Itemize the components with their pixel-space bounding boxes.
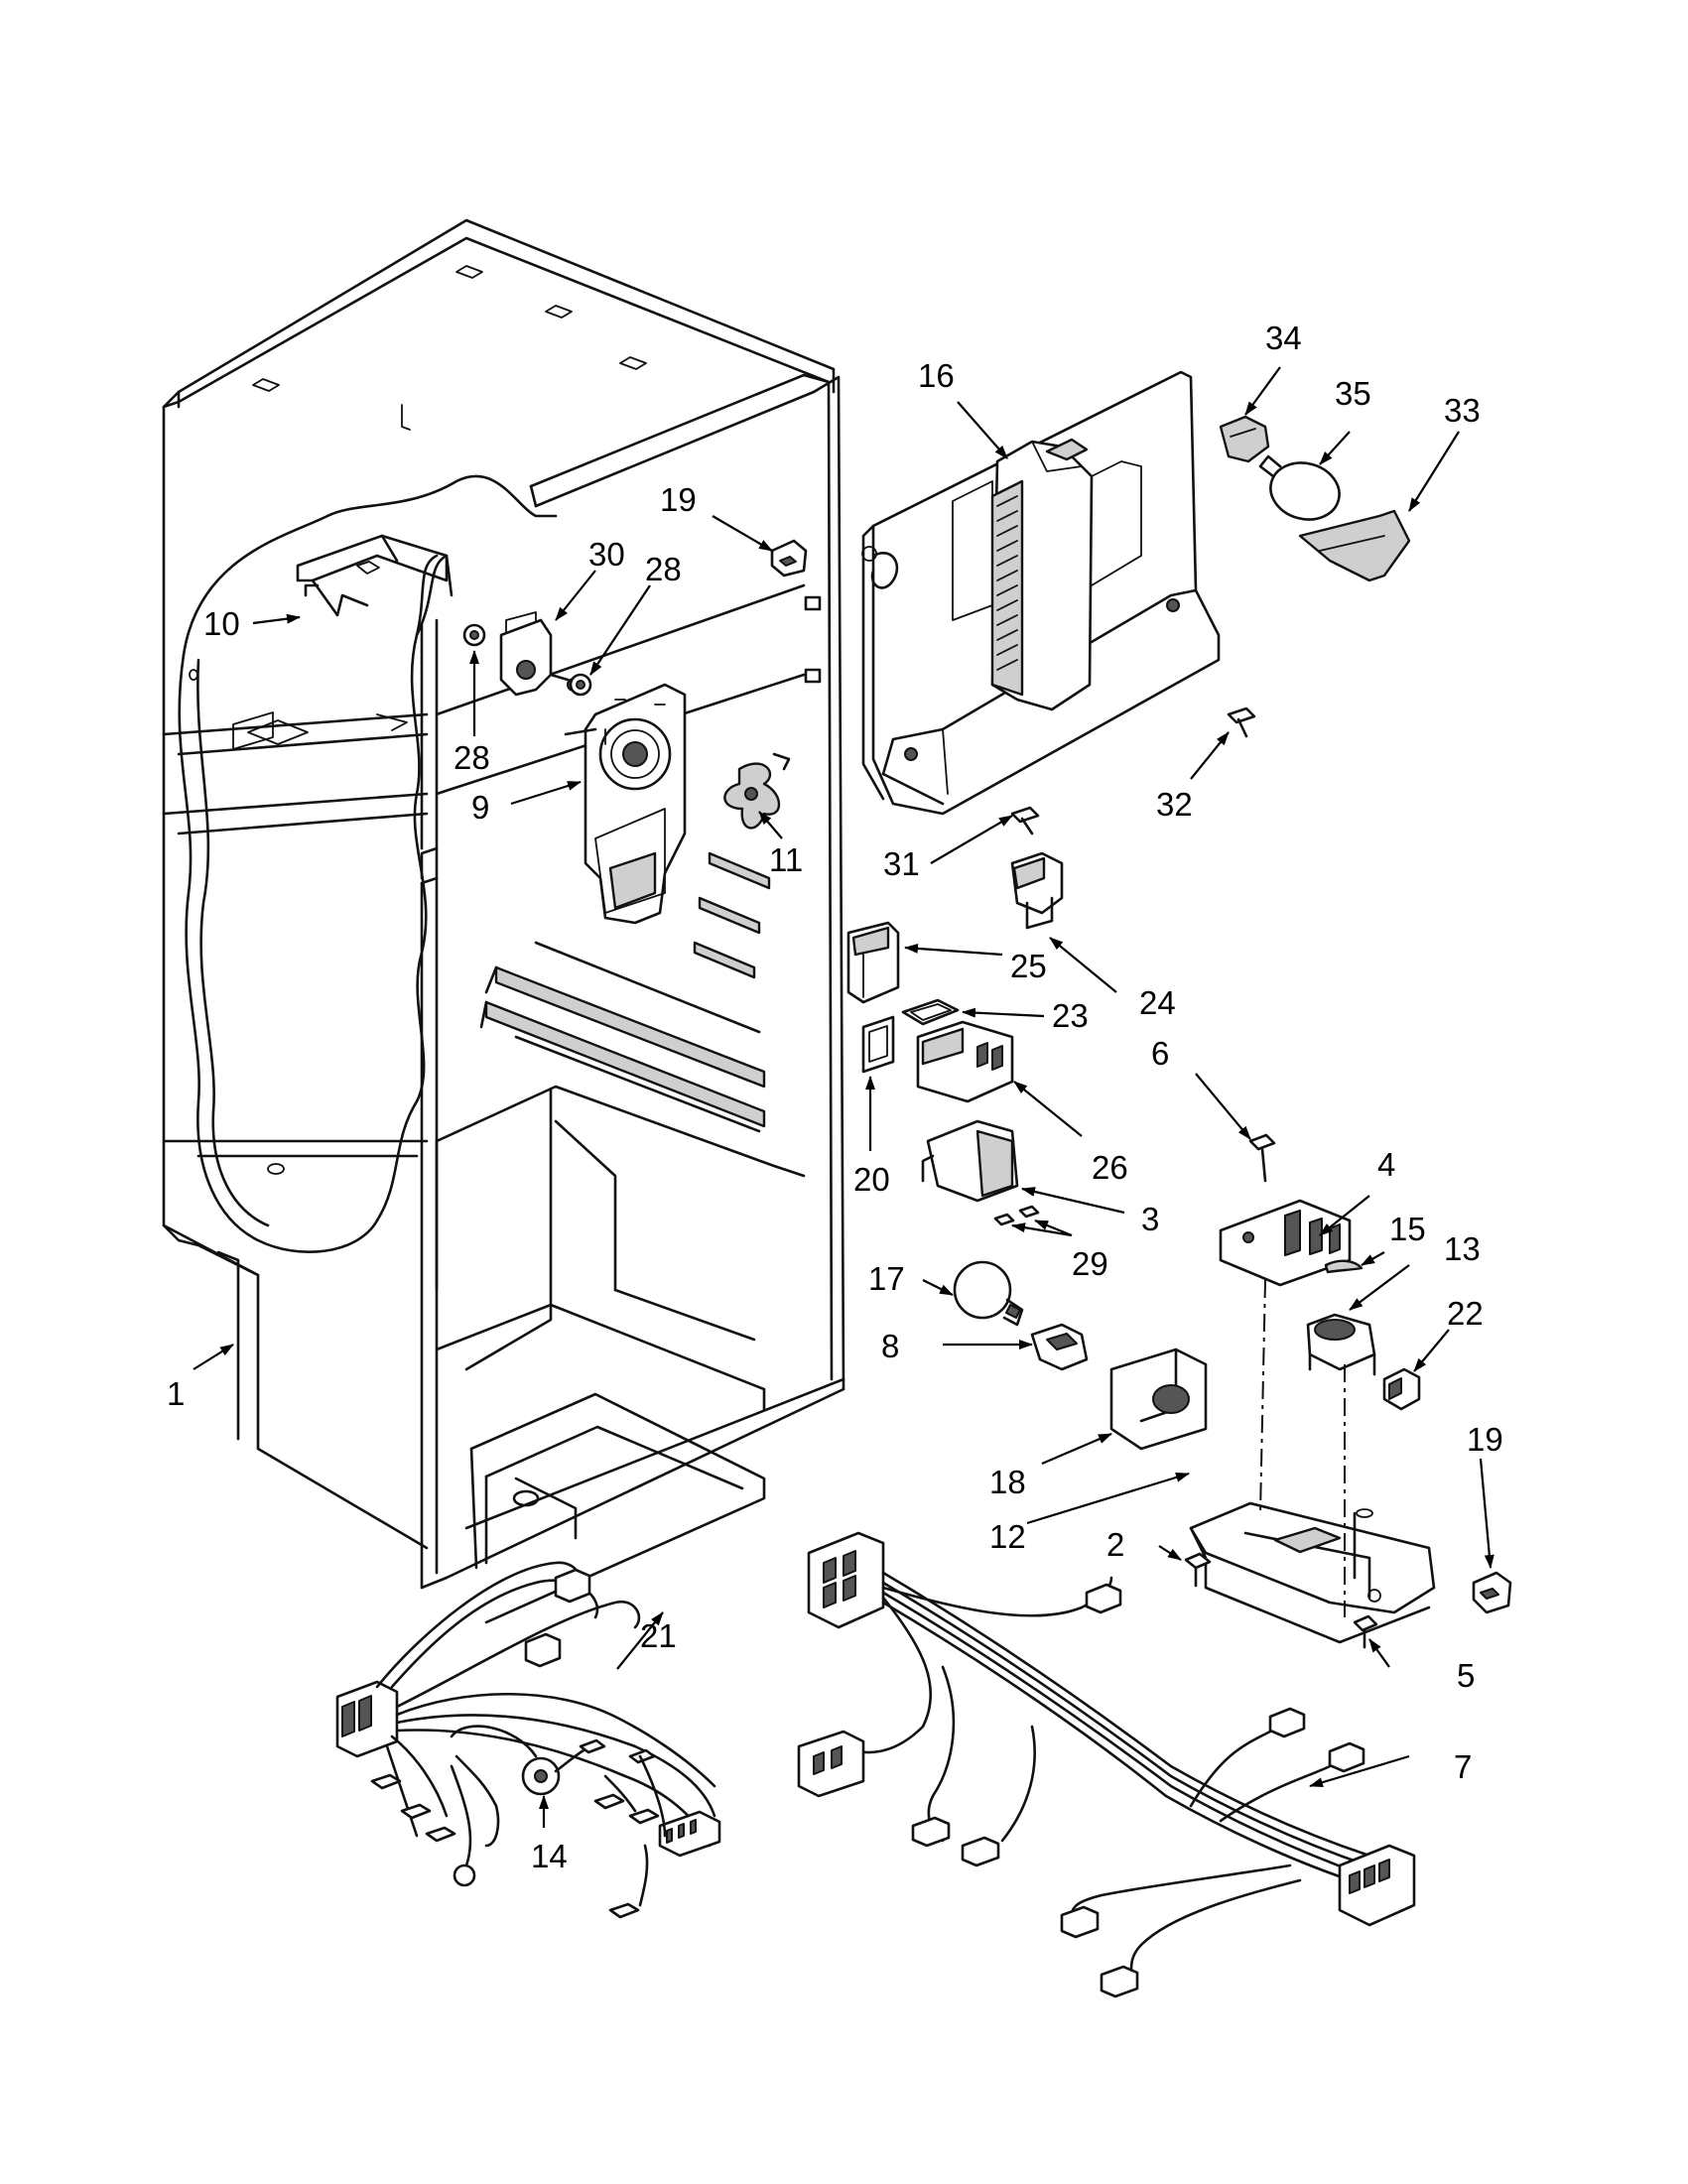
grommet-28-right (569, 673, 592, 697)
label-28-right: 28 (645, 551, 682, 587)
fan-blade (723, 762, 781, 830)
label-30: 30 (588, 536, 625, 573)
label-16: 16 (918, 357, 955, 394)
label-10: 10 (203, 605, 240, 642)
control-bracket-12 (1189, 1501, 1436, 1644)
label-8: 8 (881, 1328, 899, 1364)
light-bulb-35 (1258, 454, 1341, 521)
label-4: 4 (1377, 1146, 1395, 1183)
light-bulb-17 (953, 1260, 1024, 1327)
clip-15 (1324, 1259, 1363, 1274)
cabinet-liner (162, 218, 845, 1624)
control-housing-cover (861, 370, 1221, 816)
control-knob-24 (1010, 851, 1064, 930)
label-35: 35 (1335, 375, 1371, 412)
alignment-line (1259, 1279, 1266, 1514)
gasket-23 (901, 998, 960, 1026)
label-9: 9 (471, 789, 489, 826)
screw-6 (1248, 1133, 1276, 1183)
wire-harness-7 (797, 1531, 1416, 1998)
label-12: 12 (989, 1518, 1026, 1555)
light-shield-33 (1298, 509, 1411, 582)
label-19-top: 19 (660, 481, 697, 518)
thermostat-25 (846, 921, 900, 1004)
screw-32 (1227, 707, 1256, 738)
label-33: 33 (1444, 392, 1481, 429)
gasket-20 (861, 1015, 895, 1074)
label-7: 7 (1454, 1748, 1472, 1785)
label-32: 32 (1156, 786, 1193, 823)
plug-22 (1382, 1367, 1421, 1411)
clip-19-top (770, 539, 808, 578)
control-board-4 (1219, 1199, 1352, 1287)
label-15: 15 (1389, 1211, 1426, 1247)
light-socket-34 (1219, 415, 1270, 463)
damper-control (499, 618, 581, 697)
screws-29 (993, 1205, 1040, 1226)
label-28-left: 28 (454, 739, 490, 776)
label-31: 31 (883, 845, 920, 882)
lamp-cover-18 (1109, 1348, 1208, 1451)
fan-motor-assembly (564, 683, 687, 925)
clip-19-bottom (1472, 1571, 1512, 1614)
label-3: 3 (1141, 1201, 1159, 1237)
label-11: 11 (769, 841, 803, 878)
label-19-bottom: 19 (1467, 1421, 1503, 1458)
leader-lines (193, 366, 1494, 1828)
label-14: 14 (531, 1838, 568, 1874)
label-5: 5 (1457, 1657, 1475, 1694)
label-25: 25 (1010, 948, 1047, 984)
screw-5 (1353, 1614, 1378, 1649)
label-24: 24 (1139, 984, 1176, 1021)
screw-31 (1010, 806, 1040, 835)
label-29: 29 (1072, 1245, 1108, 1282)
light-socket-8 (1030, 1323, 1089, 1371)
control-26 (916, 1020, 1014, 1103)
wire-harness-21 (335, 1561, 721, 1919)
relay-3 (921, 1119, 1019, 1203)
thermostat-13 (1306, 1313, 1376, 1376)
label-6: 6 (1151, 1035, 1169, 1072)
label-34: 34 (1265, 320, 1302, 356)
label-21: 21 (640, 1617, 677, 1654)
label-20: 20 (853, 1161, 890, 1198)
label-26: 26 (1092, 1149, 1128, 1186)
label-18: 18 (989, 1464, 1026, 1500)
screw-2 (1184, 1552, 1212, 1588)
part-labels: 1 10 19 30 28 28 9 11 16 34 35 33 31 32 … (167, 320, 1503, 1874)
label-22: 22 (1447, 1295, 1484, 1332)
label-23: 23 (1052, 997, 1089, 1034)
label-1: 1 (167, 1375, 185, 1412)
label-17: 17 (868, 1260, 905, 1297)
label-13: 13 (1444, 1230, 1481, 1267)
label-2: 2 (1106, 1526, 1124, 1563)
grommet-28-left (462, 623, 486, 647)
